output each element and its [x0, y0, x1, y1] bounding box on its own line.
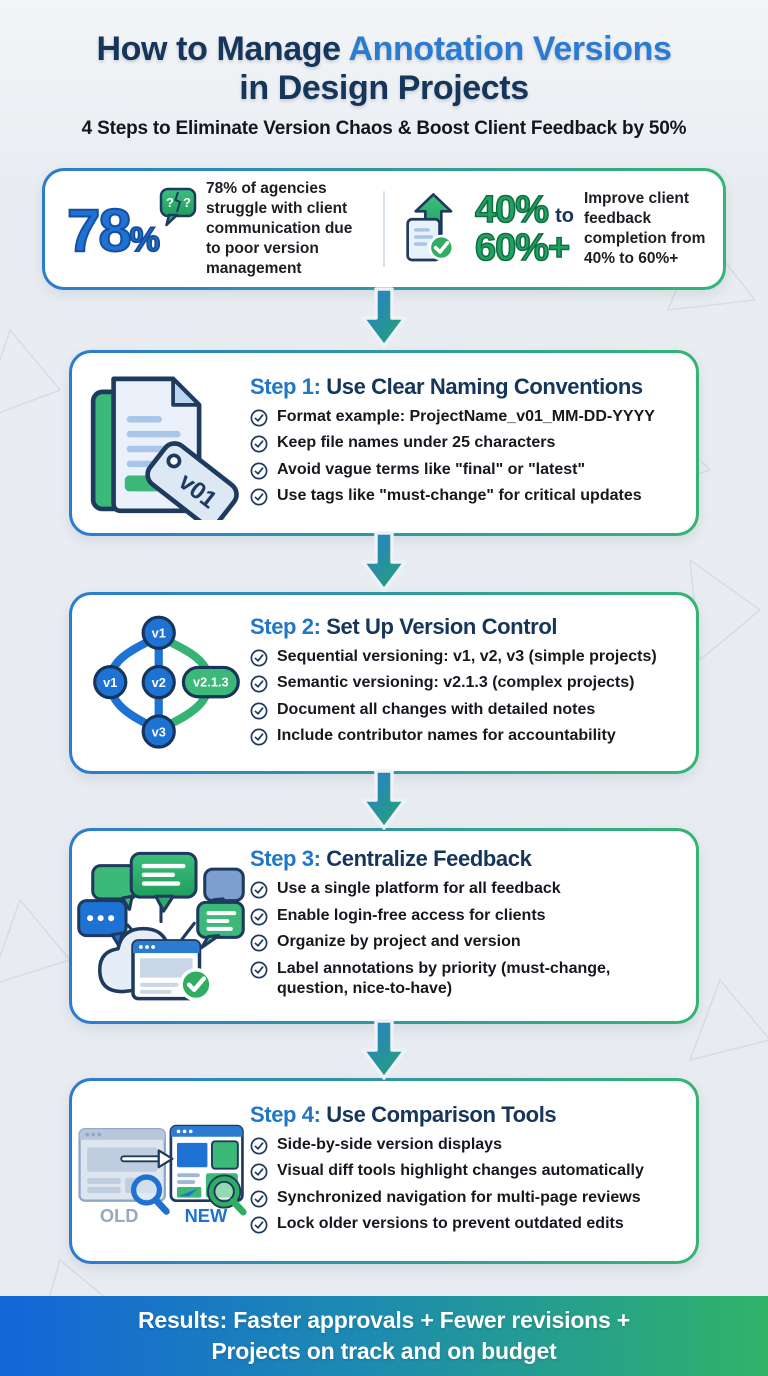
- stat-agencies: 78% ? ? 78% of agencies struggle with cl…: [45, 171, 383, 287]
- bullet-item: Semantic versioning: v2.1.3 (complex pro…: [250, 673, 678, 693]
- check-circle-icon: [250, 1163, 268, 1181]
- svg-text:v3: v3: [152, 724, 166, 739]
- stat-improve-text: Improve client feedback completion from …: [583, 189, 706, 268]
- document-version-tag-icon: v01: [90, 376, 239, 520]
- step-1-heading: Step 1: Use Clear Naming Conventions: [250, 373, 643, 399]
- stat-improve: 40%to 60%+ Improve client feedback compl…: [385, 171, 723, 287]
- check-circle-icon: [250, 702, 268, 719]
- svg-text:v2.1.3: v2.1.3: [193, 675, 229, 690]
- check-circle-icon: [250, 1137, 268, 1155]
- step-3-bullets: Use a single platform for all feedback E…: [250, 879, 678, 999]
- bullet-item: Use tags like "must-change" for critical…: [250, 486, 678, 506]
- step-3-heading: Step 3: Centralize Feedback: [250, 846, 532, 872]
- stats-banner: 78% ? ? 78% of agencies struggle with cl…: [42, 168, 726, 290]
- question-bubble-icon: ? ?: [159, 187, 197, 227]
- bullet-item: Document all changes with detailed notes: [250, 700, 678, 720]
- title-line2: in Design Projects: [239, 68, 529, 107]
- check-circle-icon: [250, 409, 268, 427]
- check-circle-icon: [250, 1216, 268, 1234]
- growth-document-icon: [406, 193, 455, 262]
- results-line-1: Results: Faster approvals + Fewer revisi…: [137, 1306, 631, 1333]
- down-arrow-icon: [361, 769, 407, 830]
- svg-text:v2: v2: [152, 675, 166, 690]
- step-4-card: OLD NEW Step 4: Use Comparison Tools Sid…: [69, 1078, 699, 1264]
- page-subtitle: 4 Steps to Eliminate Version Chaos & Boo…: [81, 117, 687, 139]
- check-circle-icon: [250, 435, 268, 453]
- results-line-2: Projects on track and on budget: [211, 1338, 557, 1364]
- stats-divider: [383, 191, 385, 267]
- svg-text:NEW: NEW: [185, 1205, 228, 1226]
- bullet-item: Keep file names under 25 characters: [250, 433, 678, 453]
- title-dark-part: How to Manage: [96, 30, 349, 68]
- svg-text:?: ?: [183, 195, 191, 210]
- stat-improve-value: 40%to 60%+: [474, 189, 574, 269]
- check-circle-icon: [250, 462, 268, 479]
- title-accent-part: Annotation Versions: [348, 30, 672, 68]
- bullet-item: Organize by project and version: [250, 932, 678, 952]
- step-1-card: v01 Step 1: Use Clear Naming Conventions…: [69, 350, 699, 536]
- step-2-card: v1 v1 v2 v2.1.3 v3 Step 2: Set Up Versio…: [69, 592, 699, 774]
- check-circle-icon: [250, 649, 268, 667]
- bullet-item: Visual diff tools highlight changes auto…: [250, 1161, 678, 1181]
- bullet-item: Use a single platform for all feedback: [250, 879, 678, 899]
- check-circle-icon: [250, 961, 268, 979]
- check-circle-icon: [250, 934, 268, 952]
- check-circle-icon: [250, 728, 268, 746]
- down-arrow-icon: [361, 1019, 407, 1080]
- step-1-bullets: Format example: ProjectName_v01_MM-DD-YY…: [250, 407, 678, 507]
- bullet-item: Side-by-side version displays: [250, 1135, 678, 1155]
- svg-text:v1: v1: [152, 626, 166, 641]
- svg-text:OLD: OLD: [100, 1205, 139, 1226]
- cloud-feedback-icon: [77, 851, 245, 1002]
- bullet-item: Include contributor names for accountabi…: [250, 726, 678, 746]
- step-2-heading: Step 2: Set Up Version Control: [250, 613, 558, 639]
- check-circle-icon: [250, 675, 268, 693]
- check-circle-icon: [250, 1190, 268, 1207]
- bullet-item: Sequential versioning: v1, v2, v3 (simpl…: [250, 647, 678, 667]
- down-arrow-icon: [361, 287, 407, 348]
- bullet-item: Format example: ProjectName_v01_MM-DD-YY…: [250, 407, 678, 427]
- down-arrow-icon: [361, 531, 407, 592]
- bullet-item: Lock older versions to prevent outdated …: [250, 1214, 678, 1234]
- version-branch-graph-icon: v1 v1 v2 v2.1.3 v3: [93, 615, 240, 749]
- bullet-item: Label annotations by priority (must-chan…: [250, 959, 678, 1000]
- step-4-heading: Step 4: Use Comparison Tools: [250, 1101, 557, 1127]
- bullet-item: Enable login-free access for clients: [250, 906, 678, 926]
- check-circle-icon: [250, 488, 268, 506]
- stat-agencies-text: 78% of agencies struggle with client com…: [205, 179, 353, 278]
- step-2-bullets: Sequential versioning: v1, v2, v3 (simpl…: [250, 647, 678, 747]
- check-circle-icon: [250, 881, 268, 899]
- svg-text:?: ?: [166, 195, 174, 210]
- svg-text:v1: v1: [103, 675, 117, 690]
- bullet-item: Avoid vague terms like "final" or "lates…: [250, 460, 678, 480]
- step-3-card: Step 3: Centralize Feedback Use a single…: [69, 828, 699, 1024]
- check-circle-icon: [250, 908, 268, 926]
- step-4-bullets: Side-by-side version displays Visual dif…: [250, 1135, 678, 1235]
- stat-agencies-value: 78% ? ?: [65, 187, 197, 262]
- comparison-windows-icon: OLD NEW: [78, 1124, 247, 1226]
- results-banner: Results: Faster approvals + Fewer revisi…: [0, 1296, 768, 1376]
- bullet-item: Synchronized navigation for multi-page r…: [250, 1188, 678, 1208]
